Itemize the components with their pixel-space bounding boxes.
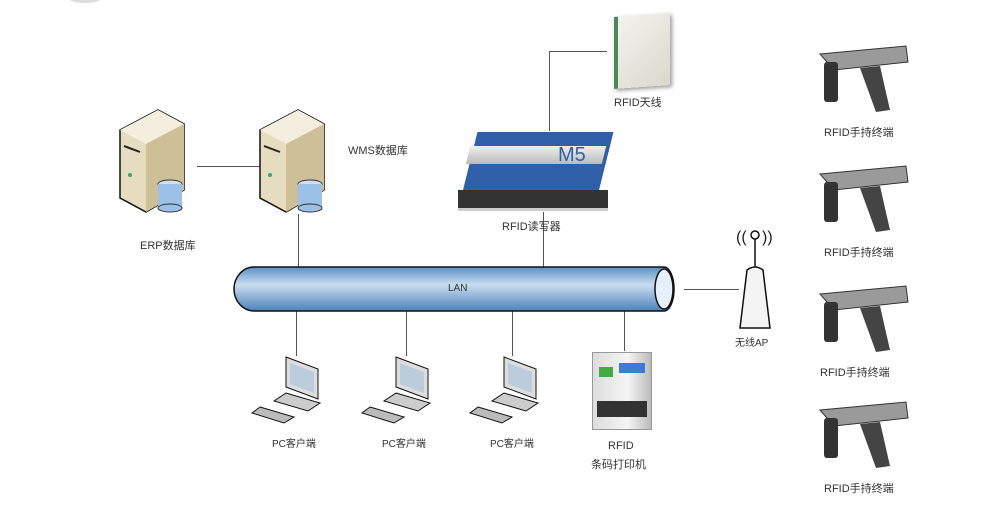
wireless-ap-icon: (()) [736, 229, 773, 329]
antenna-link-h [549, 51, 607, 52]
wms-label: WMS数据库 [348, 145, 408, 157]
wms-server-icon [259, 109, 325, 213]
pc-client-icon [468, 356, 540, 424]
pc-client-icon [250, 356, 322, 424]
pc-label: PC客户端 [382, 439, 426, 450]
pc-label: PC客户端 [272, 439, 316, 450]
antenna-link-v [549, 51, 550, 131]
handheld-label: RFID手持终端 [824, 247, 894, 259]
handheld-label: RFID手持终端 [824, 483, 894, 495]
reader-brand: M5 [558, 144, 586, 166]
svg-text:)): )) [762, 229, 773, 246]
rfid-handheld-icon [818, 45, 909, 112]
printer-link [624, 311, 625, 351]
lan-label: LAN [448, 283, 468, 294]
erp-wms-link [197, 166, 260, 167]
lan-ap-link [684, 289, 739, 290]
pc1-link [296, 311, 297, 356]
pc-label: PC客户端 [490, 439, 534, 450]
lan-pipe [233, 266, 675, 312]
erp-server-icon [119, 109, 185, 213]
rfid-handheld-icon [818, 165, 909, 232]
ap-label: 无线AP [735, 338, 769, 349]
pc2-link [406, 311, 407, 356]
rfid-reader-icon: M5 [458, 132, 614, 212]
wms-lan-link [298, 214, 299, 268]
handheld-label: RFID手持终端 [820, 367, 890, 379]
pc3-link [512, 311, 513, 356]
printer-label-line1: RFID [608, 440, 634, 452]
antenna-label: RFID天线 [614, 97, 662, 109]
reader-label: RFID读写器 [502, 221, 561, 233]
reader-lan-link [543, 212, 544, 268]
rfid-handheld-icon [818, 401, 909, 468]
barcode-printer-icon [592, 352, 652, 430]
erp-label: ERP数据库 [140, 240, 196, 252]
svg-text:((: (( [736, 229, 747, 246]
rfid-handheld-icon [818, 285, 909, 352]
printer-label-line2: 条码打印机 [591, 459, 646, 471]
rfid-antenna-icon [614, 13, 670, 89]
decorative-arc [50, 0, 120, 3]
handheld-label: RFID手持终端 [824, 127, 894, 139]
pc-client-icon [360, 356, 432, 424]
